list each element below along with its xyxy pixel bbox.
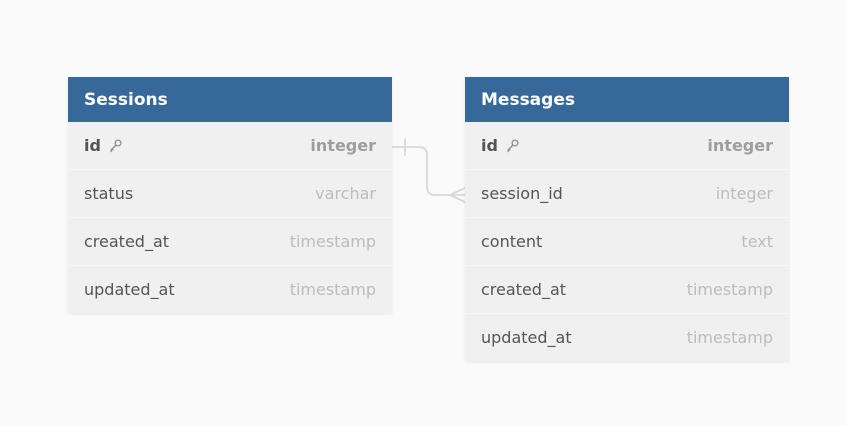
column-type: timestamp	[686, 280, 773, 299]
table-row[interactable]: created_at timestamp	[68, 218, 392, 266]
column-type: integer	[707, 136, 773, 155]
column-name: id	[84, 136, 101, 155]
table-row[interactable]: created_at timestamp	[465, 266, 789, 314]
column-type: timestamp	[686, 328, 773, 347]
column-name: session_id	[481, 184, 563, 203]
column-name: status	[84, 184, 134, 203]
column-type: varchar	[315, 184, 376, 203]
table-row[interactable]: session_id integer	[465, 170, 789, 218]
column-type: integer	[310, 136, 376, 155]
table-row[interactable]: updated_at timestamp	[465, 314, 789, 361]
cardinality-many-crowfoot	[449, 187, 466, 203]
table-row[interactable]: id integer	[465, 122, 789, 170]
table-messages[interactable]: Messages id integer session_id integer c…	[465, 77, 789, 361]
column-name: id	[481, 136, 498, 155]
column-name: updated_at	[481, 328, 572, 347]
table-row[interactable]: id integer	[68, 122, 392, 170]
table-row[interactable]: updated_at timestamp	[68, 266, 392, 313]
table-title: Messages	[481, 89, 575, 110]
table-row[interactable]: content text	[465, 218, 789, 266]
column-name: updated_at	[84, 280, 175, 299]
column-type: timestamp	[289, 280, 376, 299]
table-row[interactable]: status varchar	[68, 170, 392, 218]
column-type: integer	[715, 184, 773, 203]
column-name: created_at	[481, 280, 567, 299]
column-name: content	[481, 232, 543, 251]
column-type: timestamp	[289, 232, 376, 251]
table-title: Sessions	[84, 89, 168, 110]
table-sessions[interactable]: Sessions id integer status varchar creat…	[68, 77, 392, 313]
column-type: text	[741, 232, 773, 251]
column-name: created_at	[84, 232, 170, 251]
table-header[interactable]: Sessions	[68, 77, 392, 122]
primary-key-icon	[505, 138, 520, 153]
table-header[interactable]: Messages	[465, 77, 789, 122]
relationship-line[interactable]	[391, 146, 451, 196]
primary-key-icon	[108, 138, 123, 153]
